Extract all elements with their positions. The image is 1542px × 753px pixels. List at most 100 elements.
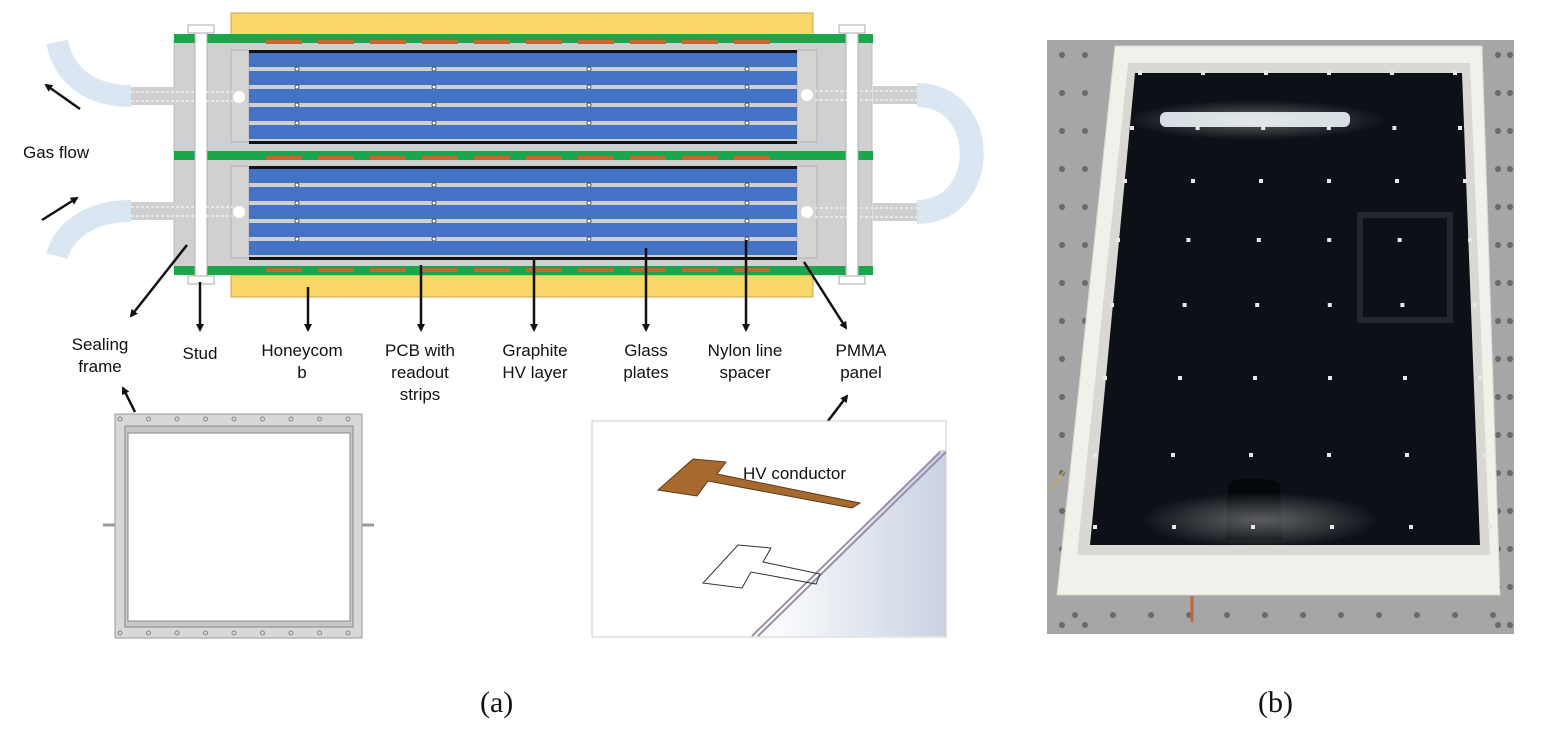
spacer-dot xyxy=(1488,525,1492,529)
glass-plate xyxy=(249,71,797,85)
table-hole xyxy=(1495,90,1501,96)
graphite-layer xyxy=(249,50,797,53)
table-hole xyxy=(1059,394,1065,400)
gas-pipe-loop xyxy=(916,83,984,224)
readout-strip xyxy=(526,156,562,160)
glass-plate xyxy=(249,241,797,255)
glass-plate xyxy=(249,53,797,67)
table-hole xyxy=(1059,356,1065,362)
table-hole xyxy=(1059,508,1065,514)
table-hole xyxy=(1338,612,1344,618)
frame-hole xyxy=(203,630,208,636)
spacer-dot xyxy=(1103,376,1107,380)
nylon-spacer xyxy=(431,182,437,188)
spacer-dot xyxy=(1483,453,1487,457)
spacer-dot xyxy=(1249,453,1253,457)
table-hole xyxy=(1072,612,1078,618)
nylon-spacer xyxy=(294,182,300,188)
frame-hole xyxy=(174,630,180,636)
nylon-spacer xyxy=(431,236,437,242)
spacer-dot xyxy=(1116,238,1120,242)
spacer-dot xyxy=(1255,303,1260,307)
spacer-dot xyxy=(1178,376,1182,380)
table-hole xyxy=(1490,612,1496,618)
spacer-dot xyxy=(1327,179,1331,183)
table-hole xyxy=(1059,432,1065,438)
spacer-dot xyxy=(1327,453,1331,457)
readout-strip xyxy=(734,268,770,272)
table-hole xyxy=(1262,612,1268,618)
nylon-spacer xyxy=(294,84,300,90)
table-hole xyxy=(1059,128,1065,134)
table-hole xyxy=(1082,280,1088,286)
spacer-dot xyxy=(1251,525,1255,529)
readout-strip xyxy=(422,156,458,160)
readout-strip xyxy=(474,156,510,160)
nylon-spacer xyxy=(586,102,592,108)
readout-strip xyxy=(266,156,302,160)
spacer-dot xyxy=(1264,71,1268,75)
table-hole xyxy=(1507,128,1513,134)
table-hole xyxy=(1059,52,1065,58)
nylon-spacer xyxy=(586,84,592,90)
gas-flow-out-arrow xyxy=(44,83,81,111)
readout-strip xyxy=(370,156,406,160)
gas-pipe-in xyxy=(46,200,132,260)
spacer-dot xyxy=(1327,238,1332,242)
table-hole xyxy=(1224,612,1230,618)
nylon-spacer xyxy=(431,84,437,90)
table-hole xyxy=(1507,280,1513,286)
frame-hole xyxy=(146,630,151,636)
table-hole xyxy=(1507,546,1513,552)
gas-pipe-out xyxy=(46,39,132,107)
table-hole xyxy=(1495,242,1501,248)
nylon-spacer xyxy=(744,66,750,72)
readout-strip xyxy=(630,268,666,272)
table-hole xyxy=(1082,166,1088,172)
nylon-spacer xyxy=(744,218,750,224)
table-hole xyxy=(1110,612,1116,618)
graphite-layer xyxy=(249,141,797,144)
gas-port xyxy=(801,89,813,101)
pcb-bottom xyxy=(174,266,873,275)
graphite-layer xyxy=(249,257,797,260)
frame-hole xyxy=(117,416,123,422)
readout-strip xyxy=(682,156,718,160)
nylon-spacer xyxy=(744,120,750,126)
table-hole xyxy=(1495,280,1501,286)
nylon-spacer xyxy=(294,66,300,72)
hv-conductor-shape xyxy=(656,458,862,509)
table-hole xyxy=(1507,356,1513,362)
frame-hole xyxy=(345,416,351,422)
table-hole xyxy=(1495,318,1501,324)
frame-hole xyxy=(174,416,180,422)
spacer-dot xyxy=(1171,453,1175,457)
table-hole xyxy=(1507,166,1513,172)
readout-strip xyxy=(422,268,458,272)
nylon-spacer xyxy=(431,66,437,72)
glass-stack-lower xyxy=(249,166,797,260)
frame-hole xyxy=(317,630,322,636)
photo-glass xyxy=(1090,73,1480,545)
table-hole xyxy=(1059,242,1065,248)
table-hole xyxy=(1495,166,1501,172)
readout-strip xyxy=(370,40,406,44)
readout-strip xyxy=(474,40,510,44)
table-hole xyxy=(1507,470,1513,476)
spacer-dot xyxy=(1093,525,1097,529)
frame-hole xyxy=(317,416,322,422)
pcb-top xyxy=(174,34,873,43)
honeycomb-bottom xyxy=(230,274,814,298)
table-hole xyxy=(1059,318,1065,324)
gas-flow-in-arrow xyxy=(41,196,79,222)
nylon-spacer xyxy=(586,66,592,72)
nylon-spacer xyxy=(586,200,592,206)
spacer-dot xyxy=(1397,238,1402,242)
table-hole xyxy=(1148,612,1154,618)
spacer-dot xyxy=(1123,179,1127,183)
table-hole xyxy=(1082,128,1088,134)
spacer-dot xyxy=(1478,376,1482,380)
